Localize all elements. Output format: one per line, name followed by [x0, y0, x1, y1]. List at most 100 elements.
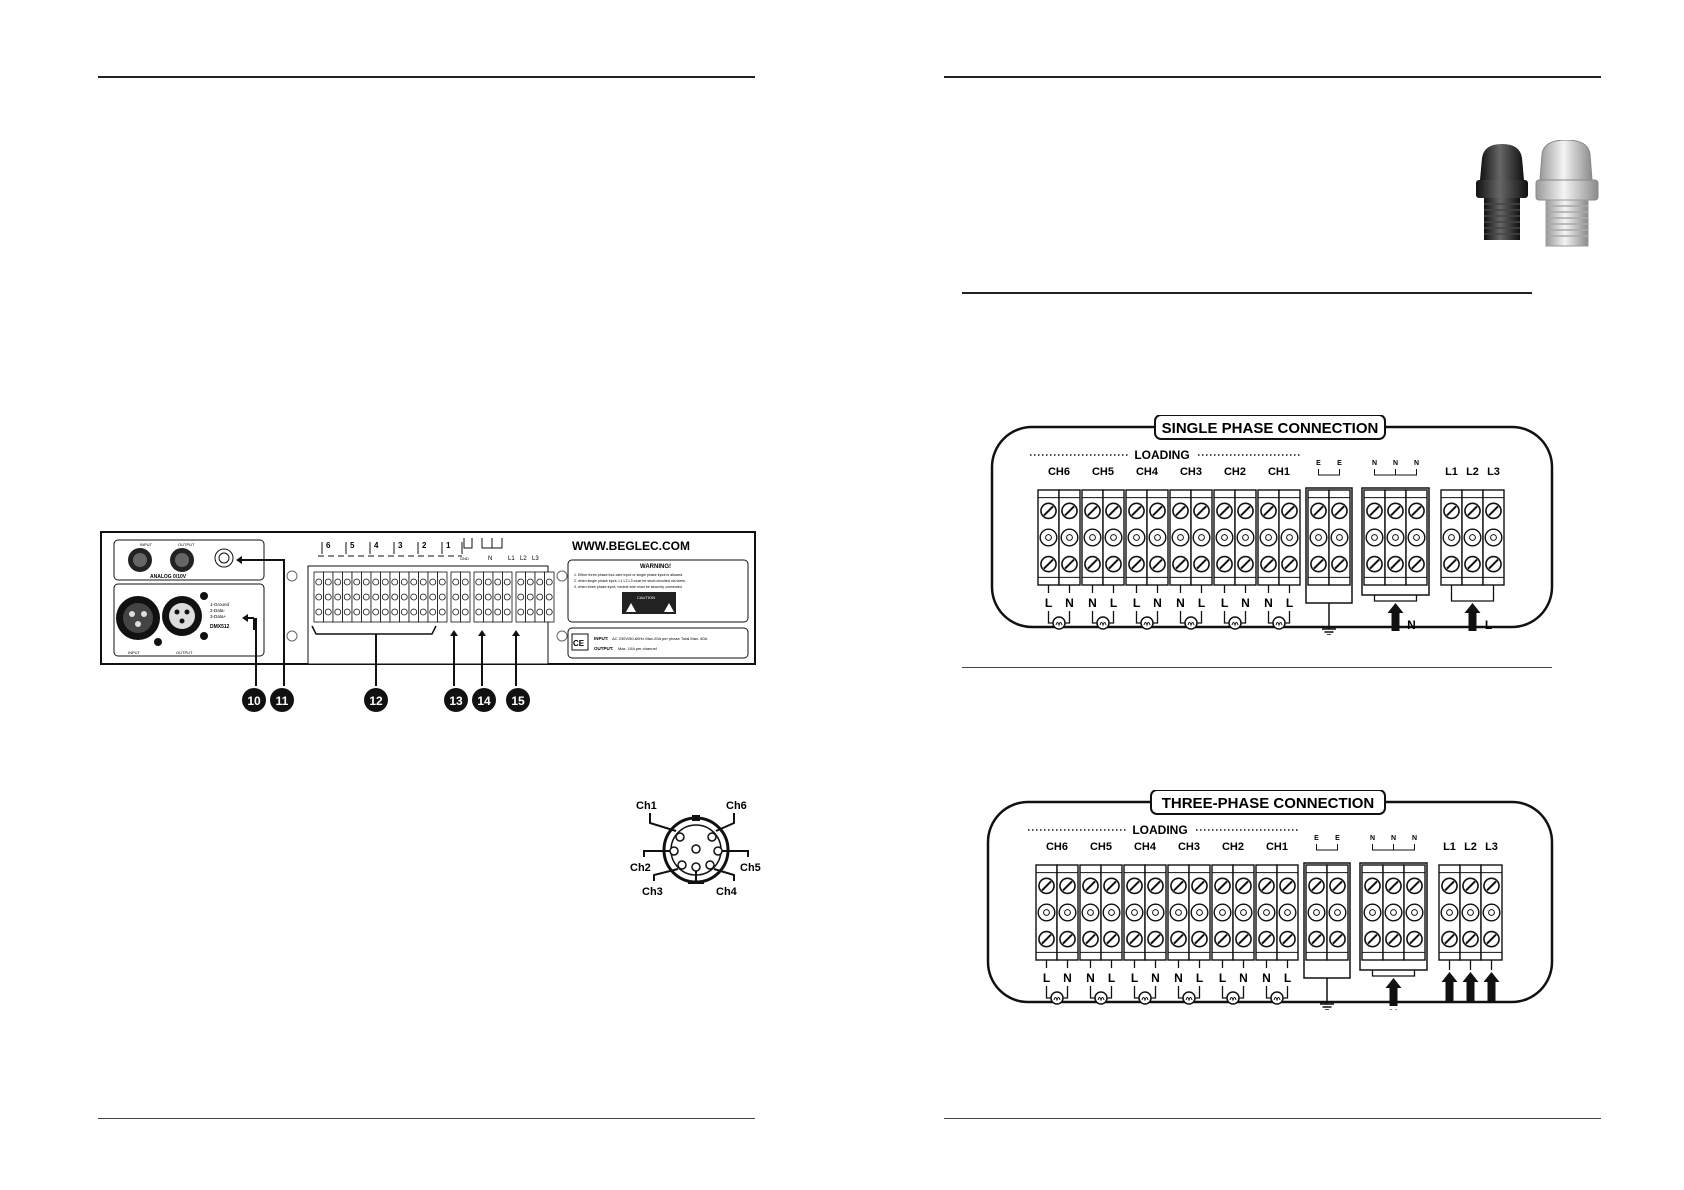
clamp-icon [1058, 903, 1077, 922]
screw-icon [1387, 555, 1404, 573]
channel-label-ch5: CH5 [1092, 466, 1114, 478]
rear-l2-label: L2 [520, 556, 527, 562]
clamp-icon [1386, 528, 1405, 547]
phase-arrow-icon [1483, 972, 1500, 1002]
phase-label-l2: L2 [1464, 841, 1477, 853]
earth-label: E [1335, 835, 1340, 842]
load-lamp-icon [1182, 991, 1196, 1005]
callout-12: 12 [369, 694, 383, 708]
screw-icon [1170, 930, 1187, 948]
screw-icon [1281, 555, 1298, 573]
clamp-icon [1384, 903, 1403, 922]
clamp-icon [1148, 528, 1167, 547]
clamp-icon [1192, 528, 1211, 547]
clamp-icon [1236, 528, 1255, 547]
loading-label: LOADING [1134, 448, 1189, 462]
clamp-icon [1461, 903, 1480, 922]
phase-label-l1: L1 [1443, 841, 1456, 853]
screw-icon [1191, 930, 1208, 948]
clamp-icon [1280, 528, 1299, 547]
clamp-icon [1484, 528, 1503, 547]
screw-icon [1082, 877, 1099, 895]
screw-icon [1193, 502, 1210, 520]
wire-label: L [1043, 971, 1050, 985]
neutral-arrow-label: N [1407, 618, 1416, 632]
top-number-2: 2 [422, 541, 427, 550]
channel-label-ch4: CH4 [1134, 841, 1157, 853]
screw-icon [1170, 877, 1187, 895]
screw-icon [1040, 555, 1057, 573]
terminal-block [1232, 864, 1255, 961]
rear-panel-diagram: INPUT OUTPUT ANALOG 0/10V 1-Ground 2-Dat… [100, 530, 760, 720]
caution-label-box [622, 592, 676, 614]
phase-label-l2: L2 [1466, 466, 1479, 478]
terminal-block [1125, 489, 1148, 586]
clamp-icon [1081, 903, 1100, 922]
din-label-ch5: Ch5 [740, 862, 761, 874]
dmx-input-label: INPUT [128, 650, 141, 655]
left-page-bottom-rule [98, 1118, 755, 1119]
screw-icon [1485, 502, 1502, 520]
terminal-block [1169, 489, 1192, 586]
channel-label-ch3: CH3 [1178, 841, 1200, 853]
channel-label-ch6: CH6 [1046, 841, 1068, 853]
load-lamp-icon [1272, 616, 1286, 630]
screw-icon [1147, 877, 1164, 895]
earth-label: E [1337, 460, 1342, 467]
terminal-block [1102, 489, 1125, 586]
terminal-block [1482, 489, 1505, 586]
clamp-icon [1146, 903, 1165, 922]
phase-arrow-icon [1464, 603, 1481, 631]
callout-13: 13 [449, 694, 463, 708]
clamp-icon [1405, 903, 1424, 922]
screw-icon [1105, 502, 1122, 520]
terminal-block [1190, 489, 1213, 586]
wire-label: N [1153, 596, 1162, 610]
analog-output-label: OUTPUT [178, 542, 195, 547]
three-phase-title: THREE-PHASE CONNECTION [1162, 795, 1375, 812]
channel-label-ch2: CH2 [1224, 466, 1246, 478]
phase-label-l3: L3 [1487, 466, 1500, 478]
warning-box [567, 559, 749, 623]
load-lamp-icon [1140, 616, 1154, 630]
screw-icon [1237, 502, 1254, 520]
neutral-label: N [1391, 835, 1396, 842]
channel-label-ch3: CH3 [1180, 466, 1202, 478]
channel-label-ch1: CH1 [1266, 841, 1288, 853]
screw-icon [1329, 877, 1346, 895]
screw-icon [1308, 930, 1325, 948]
din-label-ch1: Ch1 [636, 800, 657, 812]
screw-icon [1260, 502, 1277, 520]
neutral-label: N [1370, 835, 1375, 842]
terminal-block [1326, 864, 1349, 961]
terminal-block [1257, 489, 1280, 586]
wire-label: L [1196, 971, 1203, 985]
warning-line-3: 3. when three phase input, neutral wire … [574, 585, 683, 589]
screw-icon [1191, 877, 1208, 895]
screw-icon [1331, 555, 1348, 573]
pin-diagram-icon [214, 548, 234, 568]
screw-icon [1464, 502, 1481, 520]
terminal-block [1403, 864, 1426, 961]
clamp-icon [1127, 528, 1146, 547]
cable-glands-image [1476, 140, 1599, 247]
terminal-block [1146, 489, 1169, 586]
clamp-icon [1060, 528, 1079, 547]
wire-label: L [1133, 596, 1140, 610]
clamp-icon [1190, 903, 1209, 922]
din-label-ch3: Ch3 [642, 886, 663, 898]
loading-label: LOADING [1132, 823, 1187, 837]
wire-label: L [1221, 596, 1228, 610]
terminal-block [1278, 489, 1301, 586]
screw-icon [1147, 930, 1164, 948]
single-phase-title: SINGLE PHASE CONNECTION [1162, 420, 1379, 437]
rear-l3-label: L3 [532, 556, 539, 562]
right-page-top-rule [944, 76, 1601, 78]
screw-icon [1364, 930, 1381, 948]
terminal-block [1307, 489, 1330, 586]
clamp-icon [1083, 528, 1102, 547]
phase-label-l1: L1 [1445, 466, 1458, 478]
clamp-icon [1257, 903, 1276, 922]
screw-icon [1216, 555, 1233, 573]
screw-icon [1331, 502, 1348, 520]
